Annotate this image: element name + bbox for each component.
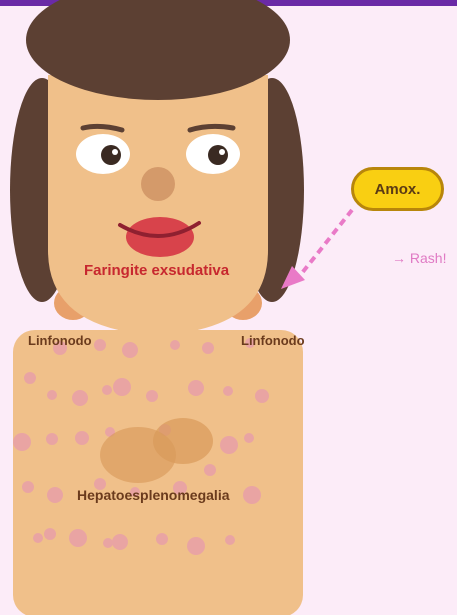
label-hepatosplenomegaly: Hepatoesplenomegalia [77, 487, 230, 503]
nose [141, 167, 175, 201]
label-pharyngitis: Faringite exsudativa [84, 262, 229, 279]
spleen [153, 418, 213, 464]
label-lymph-node-left: Linfonodo [28, 333, 92, 348]
dashed-arrow [298, 210, 352, 278]
label-lymph-node-right: Linfonodo [241, 333, 305, 348]
pupil-left [101, 145, 121, 165]
pupil-right [208, 145, 228, 165]
label-rash: → Rash! [392, 250, 446, 266]
face [48, 75, 268, 335]
drug-pill: Amox. [351, 167, 444, 211]
